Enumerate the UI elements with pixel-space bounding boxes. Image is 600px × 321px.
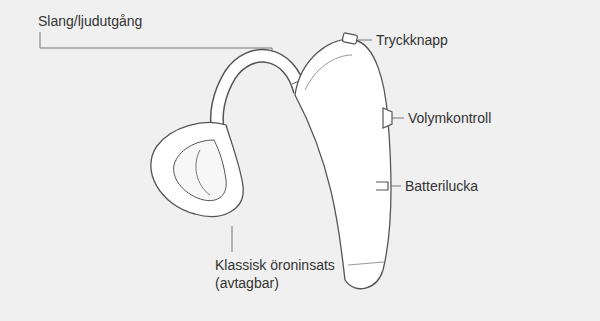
leader-line	[392, 118, 404, 119]
tube-label: Slang/ljudutgång	[38, 12, 198, 30]
battery-label: Batterilucka	[405, 177, 535, 195]
sound-tube	[217, 56, 306, 130]
button-label: Tryckknapp	[376, 31, 496, 49]
leader-line	[40, 32, 272, 60]
leader-line	[232, 226, 233, 252]
battery-door	[376, 182, 388, 190]
volume-label: Volymkontroll	[408, 109, 538, 127]
push-button	[342, 33, 358, 45]
leader-line	[358, 40, 372, 41]
earmold-label: Klassisk öroninsats (avtagbar)	[215, 256, 365, 292]
volume-wheel	[383, 108, 392, 128]
earmold	[151, 123, 243, 217]
hearing-aid-body	[295, 33, 392, 289]
